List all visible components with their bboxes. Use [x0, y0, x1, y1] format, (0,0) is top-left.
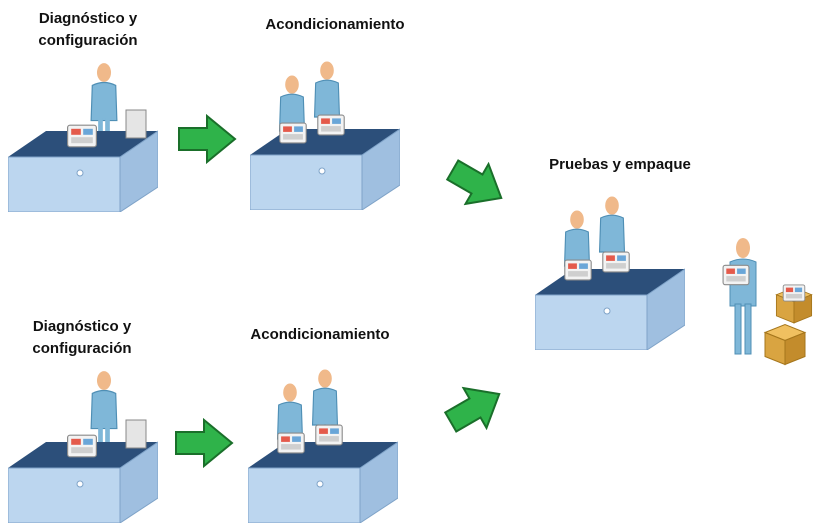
label-line2: configuración: [38, 32, 138, 49]
label-text: Pruebas y empaque: [549, 156, 691, 173]
shipping-boxes-icon: [764, 284, 813, 366]
flow-arrow-icon: [438, 373, 512, 443]
station-label-pruebas: Pruebas y empaque: [520, 154, 720, 176]
workstation-icon: [250, 60, 400, 210]
flow-arrow-icon: [440, 149, 514, 219]
workstation-icon: [8, 62, 158, 212]
label-text: Acondicionamiento: [250, 326, 390, 343]
station-label-diagnostico-top: Diagnóstico y configuración: [18, 8, 158, 52]
station-label-acondicionamiento-bottom: Acondicionamiento: [225, 324, 415, 346]
label-line1: Diagnóstico y: [32, 318, 132, 335]
flow-arrow-icon: [178, 115, 236, 163]
label-line2: configuración: [32, 340, 132, 357]
label-text: Acondicionamiento: [265, 16, 405, 33]
workstation-icon: [8, 370, 158, 523]
label-line1: Diagnóstico y: [38, 10, 138, 27]
packer-icon: [722, 238, 757, 355]
station-label-diagnostico-bottom: Diagnóstico y configuración: [12, 316, 152, 360]
workstation-icon: [248, 368, 398, 523]
flow-arrow-icon: [175, 419, 233, 467]
workstation-icon: [535, 195, 685, 350]
station-label-acondicionamiento-top: Acondicionamiento: [240, 14, 430, 36]
